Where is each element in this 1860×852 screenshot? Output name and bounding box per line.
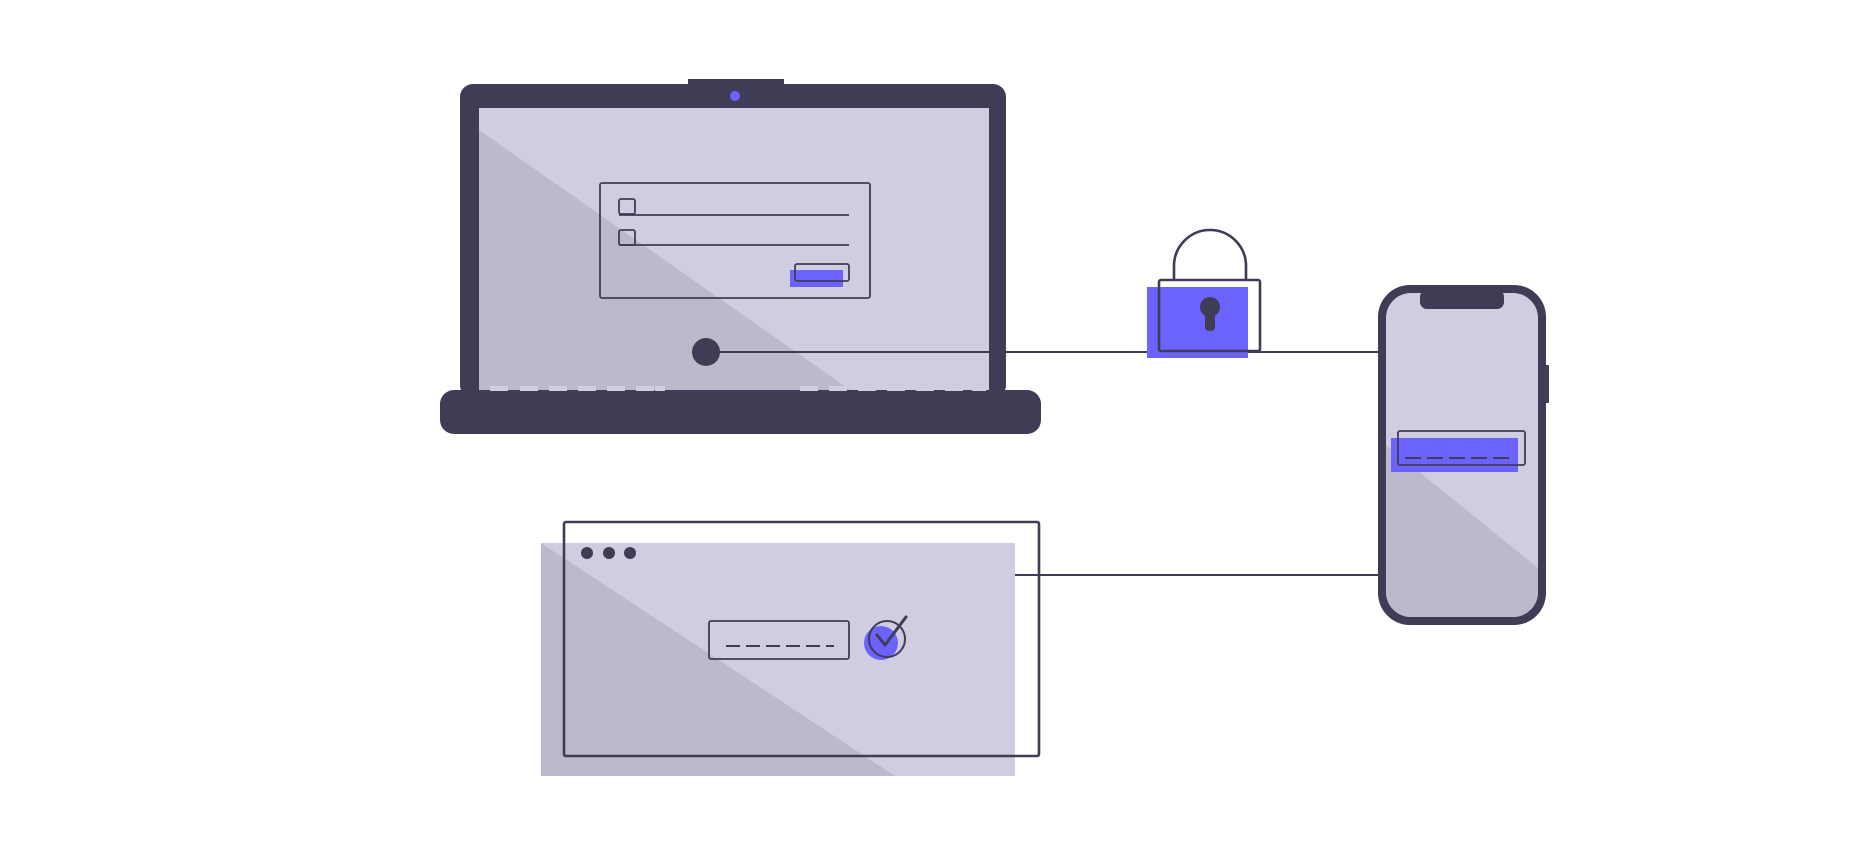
lock-icon <box>1157 278 1262 353</box>
verified-check-ring <box>868 620 906 658</box>
window-dots-icon <box>581 547 636 559</box>
phone-screen-shade <box>1386 445 1538 617</box>
login-checkbox-1 <box>618 198 636 215</box>
laptop-screen-shade <box>479 130 856 394</box>
laptop-connection-node <box>692 338 720 366</box>
phone-code-entry <box>1391 430 1526 472</box>
phone-code-accent-fill <box>1391 438 1518 472</box>
browser-window <box>541 520 1041 776</box>
keyhole-icon <box>1200 297 1220 331</box>
login-submit-button <box>794 263 850 282</box>
verified-check <box>864 615 908 660</box>
login-submit-fill <box>790 270 843 287</box>
laptop <box>440 79 1041 434</box>
phone-side-button <box>1544 365 1549 403</box>
phone-code-input-box <box>1397 430 1526 466</box>
laptop-camera-housing <box>688 79 784 91</box>
checkmark-icon <box>875 615 908 647</box>
browser-code-entry <box>708 620 850 660</box>
webcam-icon <box>730 91 740 101</box>
browser-window-frame <box>562 520 1041 758</box>
padlock-shackle <box>1172 228 1248 280</box>
laptop-base <box>440 390 1041 434</box>
verified-check-accent <box>864 626 898 660</box>
padlock <box>1147 228 1262 358</box>
phone-notch <box>1420 290 1504 309</box>
login-form-box <box>599 182 871 299</box>
browser-code-input-box <box>708 620 850 660</box>
laptop-login-form <box>599 182 871 299</box>
padlock-accent-fill <box>1147 287 1248 358</box>
smartphone <box>1378 285 1549 625</box>
laptop-keyboard-keys <box>490 386 986 391</box>
